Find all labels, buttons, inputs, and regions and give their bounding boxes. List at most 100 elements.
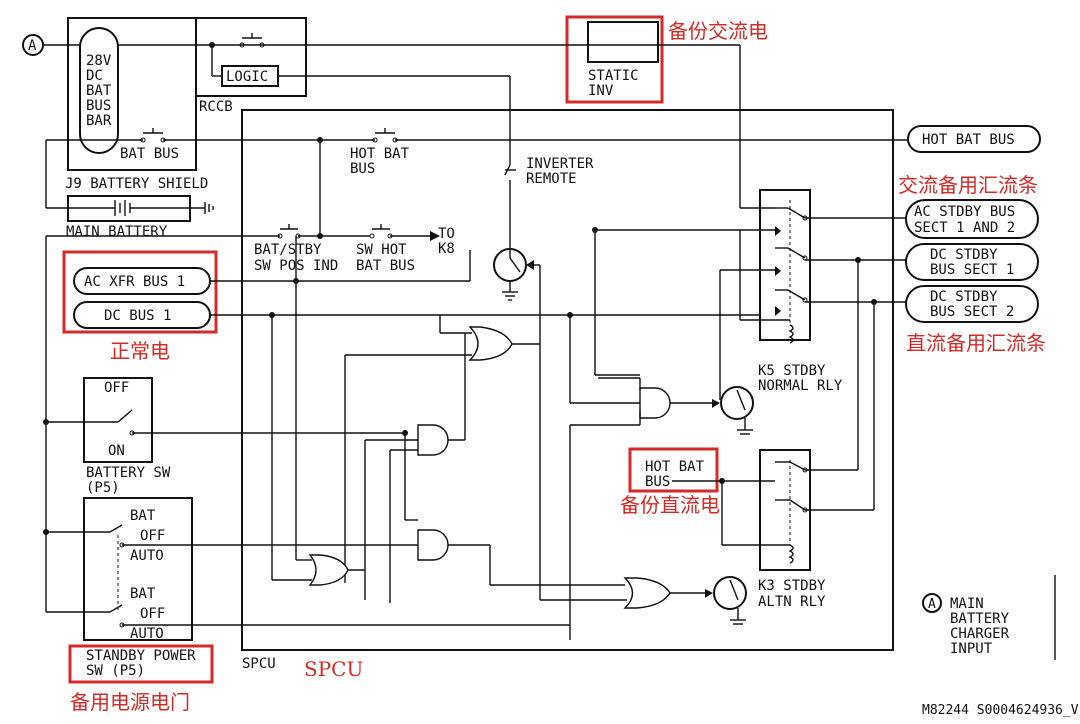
svg-text:SPCU: SPCU [304, 657, 363, 681]
svg-text:A: A [28, 38, 37, 54]
spcu-annotation: SPCU [304, 657, 363, 681]
normal-power-annotation: 正常电 [110, 339, 170, 363]
svg-text:AUTO: AUTO [130, 548, 164, 564]
bat-bus-switch: BAT BUS [46, 128, 196, 162]
svg-text:AC STDBY BUS: AC STDBY BUS [914, 204, 1015, 220]
svg-text:RCCB: RCCB [199, 99, 233, 115]
or-gate-top [468, 326, 513, 361]
main-battery: MAIN BATTERY [46, 195, 214, 240]
hot-bat-bus: HOT BAT BUS [907, 125, 1041, 153]
battery-switch[interactable]: OFF ON BATTERY SW (P5) [46, 377, 405, 496]
svg-text:OFF: OFF [140, 528, 165, 544]
svg-text:K3 STDBY: K3 STDBY [758, 578, 826, 594]
static-inv-highlight [565, 15, 664, 104]
svg-text:REMOTE: REMOTE [526, 171, 577, 187]
svg-text:BUS: BUS [86, 98, 111, 114]
svg-text:直流备用汇流条: 直流备用汇流条 [906, 331, 1046, 355]
ac-standby-bus: AC STDBY BUS SECT 1 AND 2 [905, 199, 1039, 239]
svg-text:BAT: BAT [130, 508, 156, 524]
svg-text:A: A [928, 597, 936, 612]
svg-text:SW HOT: SW HOT [356, 242, 407, 258]
dc-standby-busbar-annotation: 直流备用汇流条 [906, 331, 1046, 355]
hot-bat-bus-label: HOT BAT BUS [645, 459, 705, 490]
svg-text:INPUT: INPUT [950, 641, 993, 657]
svg-text:MAIN BATTERY: MAIN BATTERY [66, 224, 168, 240]
or-gate-k3 [623, 577, 671, 609]
normal-power-highlight [62, 250, 218, 334]
and-gate-lower [417, 529, 449, 561]
svg-text:AC XFR BUS 1: AC XFR BUS 1 [84, 274, 185, 290]
svg-text:ALTN RLY: ALTN RLY [758, 594, 826, 610]
dc-bus-1: DC BUS 1 [73, 301, 211, 329]
static-inverter: STATIC INV [587, 21, 659, 99]
svg-text:BUS: BUS [645, 474, 670, 490]
svg-text:HOT BAT: HOT BAT [645, 459, 705, 475]
svg-text:交流备用汇流条: 交流备用汇流条 [898, 173, 1038, 197]
svg-text:TO: TO [438, 226, 455, 242]
svg-text:NORMAL RLY: NORMAL RLY [758, 378, 843, 394]
backup-dc-annotation: 备份直流电 [620, 493, 720, 517]
legend: A MAIN BATTERY CHARGER INPUT [922, 575, 1056, 660]
svg-text:MAIN: MAIN [950, 596, 984, 612]
svg-text:DC: DC [86, 68, 103, 84]
standby-power-switch[interactable]: BAT OFF AUTO BAT OFF AUTO STANDBY POWER … [46, 497, 570, 679]
svg-text:BAT BUS: BAT BUS [120, 146, 179, 162]
svg-text:BAR: BAR [86, 113, 112, 129]
svg-text:DC STDBY: DC STDBY [930, 289, 998, 305]
svg-text:备用电源电门: 备用电源电门 [70, 690, 190, 714]
standby-power-switch-annotation: 备用电源电门 [70, 690, 190, 714]
k5-standby-normal-relay: K5 STDBY NORMAL RLY [758, 189, 843, 394]
figure-id: M82244 S0004624936_V1 [922, 703, 1080, 718]
svg-text:AUTO: AUTO [130, 626, 164, 642]
svg-text:BAT: BAT [130, 586, 156, 602]
hot-bat-bus-highlight [628, 447, 719, 493]
svg-text:INVERTER: INVERTER [526, 156, 594, 172]
battery-bus-bar: 28V DC BAT BUS BAR [79, 27, 119, 154]
svg-text:CHARGER: CHARGER [950, 626, 1010, 642]
svg-text:ON: ON [108, 443, 125, 459]
svg-text:HOT BAT: HOT BAT [350, 146, 410, 162]
svg-text:DC STDBY: DC STDBY [930, 247, 998, 263]
svg-text:LOGIC: LOGIC [226, 69, 268, 85]
svg-text:OFF: OFF [104, 380, 129, 396]
svg-text:BATTERY SW: BATTERY SW [86, 465, 171, 481]
and-gate-upper [639, 387, 671, 419]
svg-text:备份直流电: 备份直流电 [620, 493, 720, 517]
svg-text:SPCU: SPCU [242, 656, 276, 672]
svg-text:OFF: OFF [140, 606, 165, 622]
svg-text:M82244 S0004624936_V1: M82244 S0004624936_V1 [922, 703, 1080, 718]
svg-text:备份交流电: 备份交流电 [668, 19, 768, 43]
standby-power-switch-highlight [68, 644, 214, 684]
or-gate-lower [308, 554, 349, 586]
ac-xfr-bus-1: AC XFR BUS 1 [73, 267, 211, 295]
rccb: LOGIC RCCB [195, 17, 307, 115]
svg-text:K5 STDBY: K5 STDBY [758, 363, 826, 379]
svg-text:BAT BUS: BAT BUS [356, 258, 415, 274]
svg-text:BAT/STBY: BAT/STBY [254, 242, 322, 258]
svg-text:BATTERY: BATTERY [950, 611, 1010, 627]
svg-text:BUS: BUS [350, 161, 375, 177]
k3-standby-altn-relay: K3 STDBY ALTN RLY [758, 449, 826, 610]
backup-ac-annotation: 备份交流电 [668, 19, 768, 43]
k3-driver-relay [705, 576, 747, 625]
svg-text:BUS SECT 1: BUS SECT 1 [930, 262, 1014, 278]
svg-text:J9 BATTERY SHIELD: J9 BATTERY SHIELD [65, 176, 208, 192]
sw-hot-bat-bus-switch: SW HOT BAT BUS TO K8 [356, 224, 455, 274]
svg-text:INV: INV [588, 83, 614, 99]
svg-text:SECT 1 AND 2: SECT 1 AND 2 [914, 220, 1015, 236]
dc-standby-bus-sect-1: DC STDBY BUS SECT 1 [905, 243, 1039, 281]
svg-text:正常电: 正常电 [110, 339, 170, 363]
svg-text:STANDBY POWER: STANDBY POWER [86, 648, 196, 664]
k5-driver-relay [712, 386, 754, 435]
svg-text:K8: K8 [438, 241, 455, 257]
inverter-transfer-relay [493, 248, 541, 600]
svg-text:BAT: BAT [86, 83, 112, 99]
svg-text:(P5): (P5) [86, 480, 120, 496]
spcu-frame: SPCU [241, 109, 894, 672]
dc-standby-bus-sect-2: DC STDBY BUS SECT 2 [905, 285, 1039, 323]
svg-text:HOT BAT BUS: HOT BAT BUS [922, 132, 1015, 148]
svg-text:SW (P5): SW (P5) [86, 663, 145, 679]
main-battery-charger-input-marker: A [22, 34, 44, 56]
inverter-remote-switch: INVERTER REMOTE [504, 156, 594, 250]
